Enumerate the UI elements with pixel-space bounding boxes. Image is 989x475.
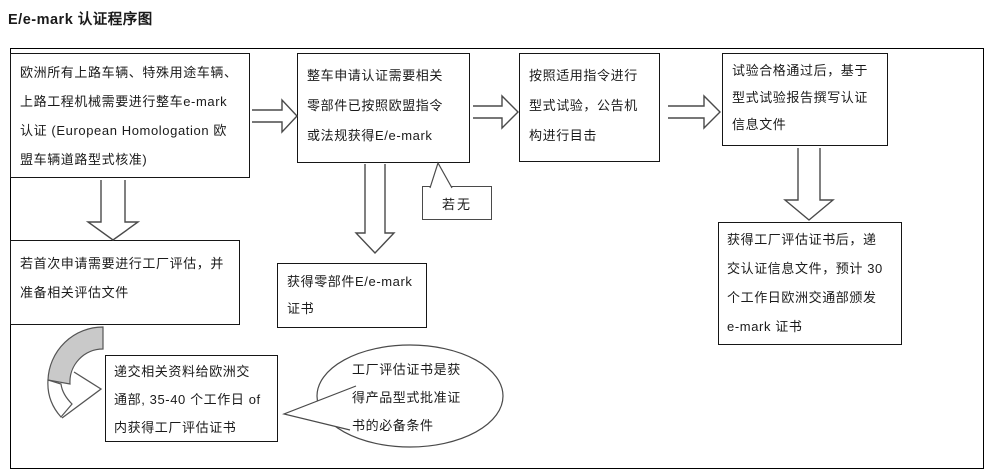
page-title: E/e-mark 认证程序图: [8, 12, 153, 28]
flow-box-test-passed: 试验合格通过后，基于 型式试验报告撰写认证 信息文件: [722, 53, 888, 146]
callout-if-none: 若无: [422, 186, 492, 220]
flow-box-eu-vehicles: 欧洲所有上路车辆、特殊用途车辆、 上路工程机械需要进行整车e-mark 认证 (…: [10, 53, 250, 178]
flow-box-whole-vehicle-application: 整车申请认证需要相关 零部件已按照欧盟指令 或法规获得E/e-mark: [297, 53, 470, 163]
flow-box-submit-materials: 递交相关资料给欧洲交 通部, 35-40 个工作日 of 内获得工厂评估证书: [105, 355, 278, 442]
flow-box-emark-certificate: 获得工厂评估证书后，递 交认证信息文件，预计 30 个工作日欧洲交通部颁发 e-…: [718, 222, 902, 345]
flow-box-parts-certificate: 获得零部件E/e-mark 证书: [277, 263, 427, 328]
flow-box-type-test: 按照适用指令进行 型式试验，公告机 构进行目击: [519, 53, 660, 162]
callout-if-none-label: 若无: [441, 196, 472, 212]
oval-callout-prerequisite-text: 工厂评估证书是获 得产品型式批准证 书的必备条件: [352, 362, 461, 433]
flow-box-factory-assessment: 若首次申请需要进行工厂评估，并 准备相关评估文件: [10, 240, 240, 325]
